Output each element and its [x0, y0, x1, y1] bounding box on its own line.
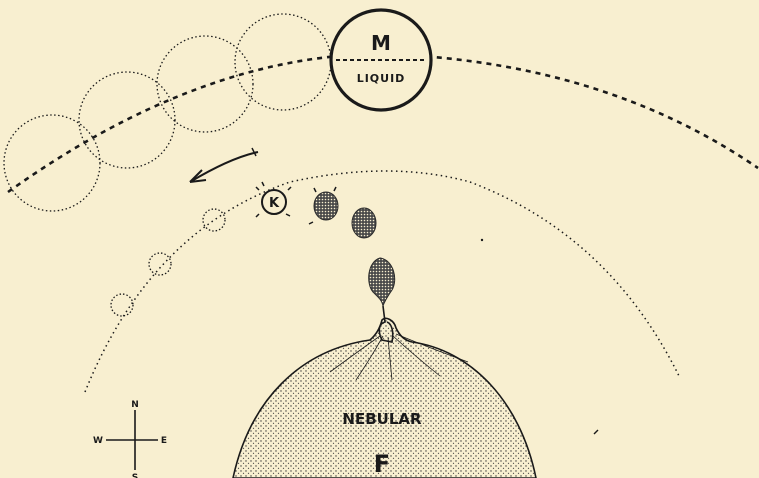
- clump-teardrop: [369, 258, 395, 306]
- nebula-dome: NEBULAR F: [233, 318, 536, 478]
- compass-south: S: [132, 473, 138, 478]
- f-label: F: [374, 450, 390, 478]
- ghost-circle: [157, 36, 253, 132]
- clump: [314, 192, 338, 220]
- ghost-circle: [79, 72, 175, 168]
- ghost-circle: [235, 14, 331, 110]
- direction-arrow: [190, 148, 258, 182]
- compass-west: W: [93, 436, 103, 446]
- ghost-small-circle: [149, 253, 171, 275]
- compass-north: N: [131, 400, 139, 410]
- compass-rose: N S W E: [93, 400, 167, 478]
- ejected-masses: [309, 187, 395, 306]
- planet-m: M LIQUID: [331, 10, 431, 110]
- planet-m-letter: M: [371, 31, 391, 55]
- prior-positions-m: [4, 14, 331, 211]
- clump: [352, 208, 376, 238]
- body-k: K: [256, 182, 291, 217]
- planet-m-state-label: LIQUID: [357, 72, 406, 85]
- body-k-letter: K: [269, 196, 280, 211]
- compass-east: E: [161, 436, 167, 446]
- ghost-small-circle: [111, 294, 133, 316]
- ghost-small-circle: [203, 209, 225, 231]
- nebula-label: NEBULAR: [342, 410, 422, 428]
